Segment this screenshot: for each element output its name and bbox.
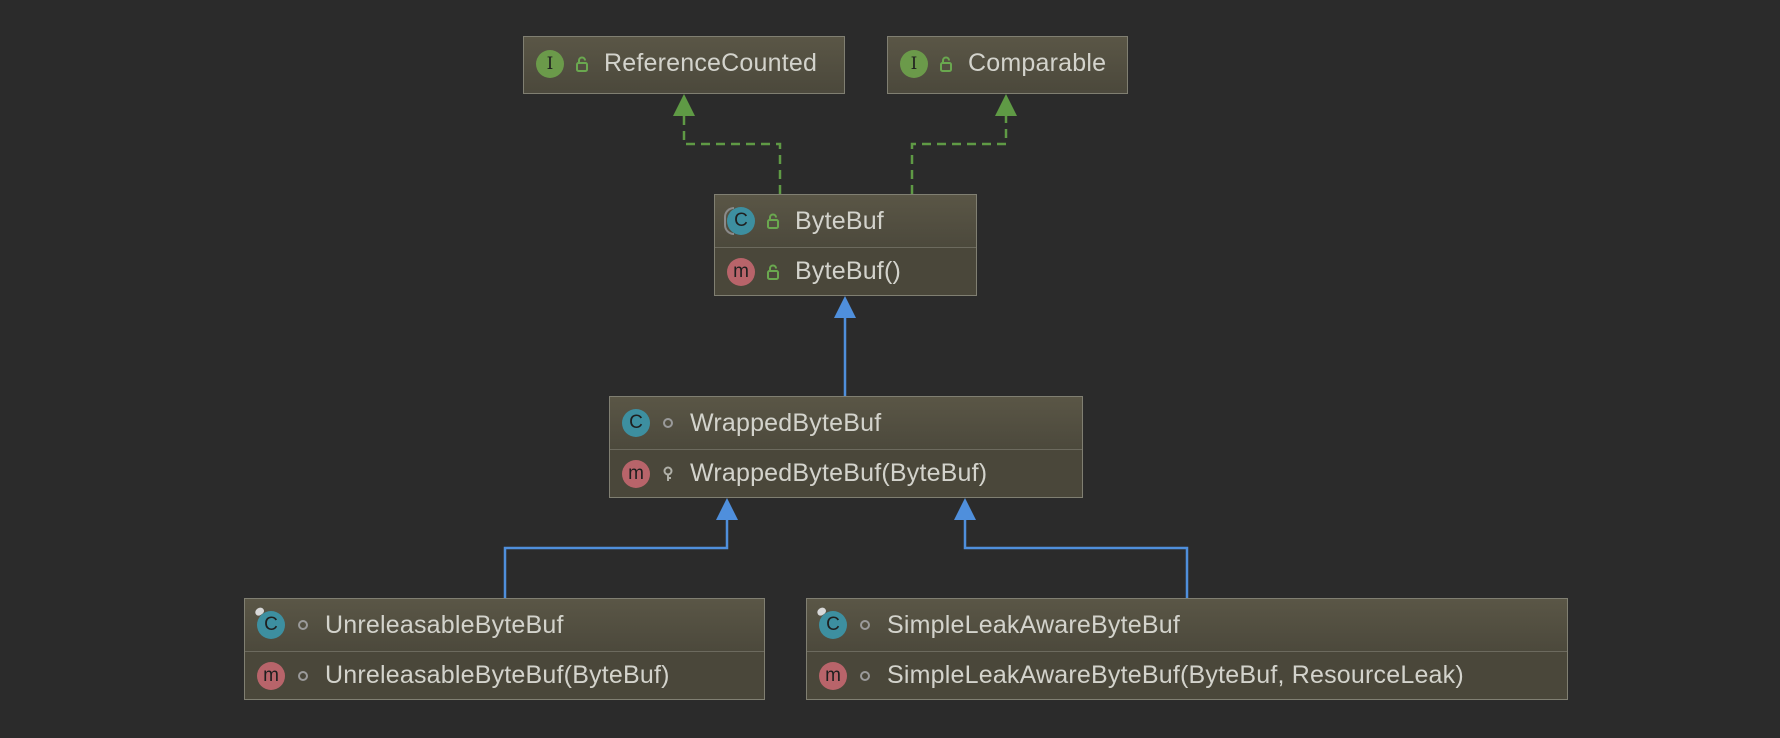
abstract-class-icon: C <box>724 207 755 235</box>
edge-simpleleak-extends-wrapped <box>963 519 1189 598</box>
package-visibility-icon <box>295 617 311 633</box>
method-icon: m <box>622 459 650 488</box>
arrowhead-wrapped-left <box>716 498 738 520</box>
node-wrappedbytebuf[interactable]: C WrappedByteBuf m WrappedByteBuf(ByteBu… <box>609 396 1083 498</box>
package-visibility-icon <box>857 617 873 633</box>
arrowhead-wrapped-right <box>954 498 976 520</box>
class-name: ByteBuf <box>795 206 884 235</box>
member-name: UnreleasableByteBuf(ByteBuf) <box>325 661 670 689</box>
package-visibility-icon <box>295 668 311 684</box>
edge-bytebuf-implements-referencecounted <box>682 110 782 194</box>
edge-bytebuf-implements-comparable <box>910 110 1008 194</box>
class-name: ReferenceCounted <box>604 49 818 77</box>
class-name: WrappedByteBuf <box>690 408 882 437</box>
class-name: SimpleLeakAwareByteBuf <box>887 610 1180 639</box>
node-comparable[interactable]: I Comparable <box>887 36 1128 94</box>
node-referencecounted-header: I ReferenceCounted <box>524 37 844 90</box>
class-kind-letter: C <box>826 614 840 635</box>
final-class-icon: C <box>253 606 285 639</box>
interface-icon: I <box>536 49 564 78</box>
method-icon: m <box>727 257 755 286</box>
node-comparable-header: I Comparable <box>888 37 1127 90</box>
class-name: UnreleasableByteBuf <box>325 610 564 639</box>
class-name: Comparable <box>968 49 1107 77</box>
class-icon: C <box>622 409 650 437</box>
member-name: ByteBuf() <box>795 257 901 285</box>
member-row: m ByteBuf() <box>715 247 976 295</box>
public-visibility-icon <box>938 56 954 72</box>
public-visibility-icon <box>765 264 781 280</box>
node-unreleasablebytebuf[interactable]: C UnreleasableByteBuf m UnreleasableByte… <box>244 598 765 700</box>
public-visibility-icon <box>765 213 781 229</box>
arrowhead-bytebuf <box>834 296 856 318</box>
protected-visibility-icon <box>660 466 676 482</box>
node-referencecounted[interactable]: I ReferenceCounted <box>523 36 845 94</box>
node-wrappedbytebuf-header: C WrappedByteBuf <box>610 397 1082 449</box>
member-row: m WrappedByteBuf(ByteBuf) <box>610 449 1082 497</box>
member-row: m UnreleasableByteBuf(ByteBuf) <box>245 651 764 699</box>
member-row: m SimpleLeakAwareByteBuf(ByteBuf, Resour… <box>807 651 1567 699</box>
package-visibility-icon <box>857 668 873 684</box>
node-bytebuf-header: C ByteBuf <box>715 195 976 247</box>
node-simpleleakawarebytebuf-header: C SimpleLeakAwareByteBuf <box>807 599 1567 651</box>
final-class-icon: C <box>815 606 847 639</box>
package-visibility-icon <box>660 415 676 431</box>
node-unreleasablebytebuf-header: C UnreleasableByteBuf <box>245 599 764 651</box>
member-name: SimpleLeakAwareByteBuf(ByteBuf, Resource… <box>887 661 1464 689</box>
member-name: WrappedByteBuf(ByteBuf) <box>690 459 988 487</box>
method-icon: m <box>819 661 847 690</box>
arrowhead-referencecounted <box>673 94 695 116</box>
interface-icon: I <box>900 49 928 78</box>
arrowhead-comparable <box>995 94 1017 116</box>
public-visibility-icon <box>574 56 590 72</box>
node-bytebuf[interactable]: C ByteBuf m ByteBuf() <box>714 194 977 296</box>
node-simpleleakawarebytebuf[interactable]: C SimpleLeakAwareByteBuf m SimpleLeakAwa… <box>806 598 1568 700</box>
method-icon: m <box>257 661 285 690</box>
edge-unreleasable-extends-wrapped <box>503 519 729 598</box>
class-kind-letter: C <box>264 614 278 635</box>
